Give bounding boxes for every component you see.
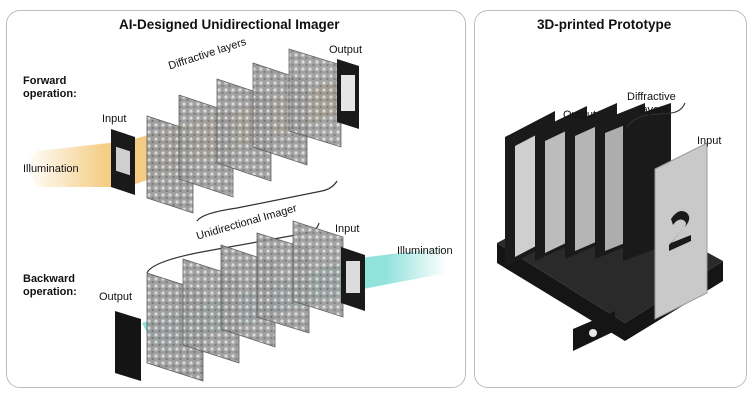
right-panel-title: 3D-printed Prototype (537, 17, 672, 32)
prototype-layers-label-2: layers (639, 104, 669, 116)
backward-brace (146, 222, 320, 274)
forward-output-label: Output (329, 44, 363, 56)
backward-illumination-label: Illumination (397, 245, 453, 257)
prototype-output-label: Output (563, 109, 597, 121)
backward-output-label: Output (99, 291, 133, 303)
mounting-hole (589, 329, 597, 337)
unidirectional-imager-diagram (25, 48, 447, 382)
input-digit-2 (669, 211, 691, 251)
forward-input-label: Input (102, 113, 127, 125)
backward-diffractive-layers (146, 220, 344, 382)
prototype-layers-label-1: Diffractive (627, 91, 676, 103)
forward-layer-5 (288, 48, 342, 148)
forward-output-image (341, 75, 355, 111)
center-brace (196, 180, 338, 222)
backward-op-label-2: operation: (23, 286, 77, 298)
forward-input-image (116, 146, 130, 176)
plate-input (654, 142, 708, 320)
backward-output-plate (115, 311, 141, 381)
forward-op-label-1: Forward (23, 75, 67, 87)
prototype-illustration (497, 102, 723, 351)
forward-diffractive-layers (146, 48, 342, 214)
forward-illumination-label: Illumination (23, 163, 79, 175)
prototype-plates (505, 103, 708, 320)
left-panel: AI-Designed Unidirectional Imager (6, 10, 466, 388)
backward-input-image (346, 261, 360, 293)
layers-brace (626, 102, 686, 128)
forward-op-label-2: operation: (23, 88, 77, 100)
backward-layer-5 (292, 220, 344, 318)
right-panel: 3D-printed Prototype Output Diffractive … (474, 10, 747, 388)
backward-op-label-1: Backward (23, 273, 75, 285)
left-panel-title: AI-Designed Unidirectional Imager (119, 17, 340, 32)
backward-input-label: Input (335, 223, 360, 235)
prototype-input-label: Input (697, 135, 722, 147)
